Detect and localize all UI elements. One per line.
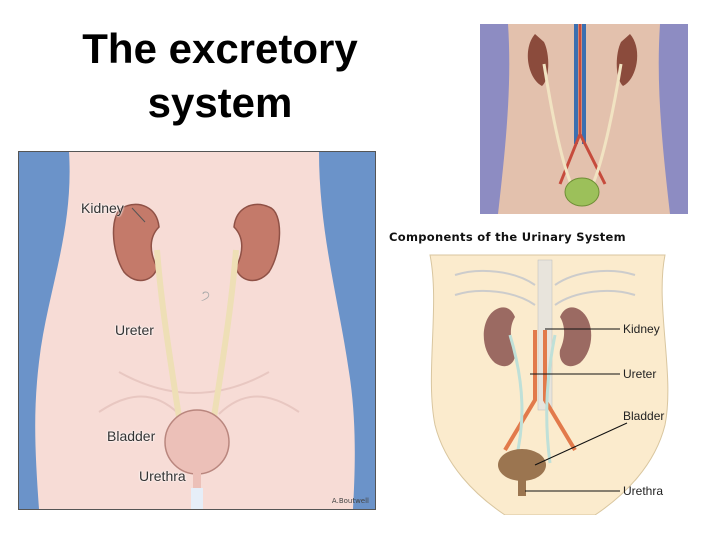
title-line-2: system (40, 76, 400, 130)
components-svg (385, 225, 705, 515)
photo-bladder (565, 178, 599, 206)
components-ureter-label: Ureter (623, 367, 656, 381)
anatomy-photo-svg (480, 24, 688, 214)
diagram-bladder (498, 449, 546, 481)
urinary-system-illustration: ੭ Kidney Ureter Bladder Urethra A.Boutwe… (18, 151, 376, 510)
title-line-1: The excretory (40, 22, 400, 76)
urinary-illustration-svg: ੭ (19, 152, 375, 509)
anatomy-photo-illustration (480, 24, 688, 214)
components-bladder-label: Bladder (623, 409, 664, 423)
artist-signature: A.Boutwell (332, 497, 369, 505)
urinary-components-diagram: Components of the Urinary System Kidney … (385, 225, 705, 515)
diagram-urethra (518, 480, 526, 496)
kidney-label: Kidney (81, 200, 124, 216)
bladder-shape (165, 410, 229, 474)
slide-title: The excretory system (40, 22, 400, 130)
components-urethra-label: Urethra (623, 484, 663, 498)
ureter-label: Ureter (115, 322, 154, 338)
urethra-label: Urethra (139, 468, 186, 484)
navel-icon: ੭ (201, 287, 210, 303)
urethra-tip (191, 488, 203, 509)
components-kidney-label: Kidney (623, 322, 660, 336)
bladder-label: Bladder (107, 428, 155, 444)
